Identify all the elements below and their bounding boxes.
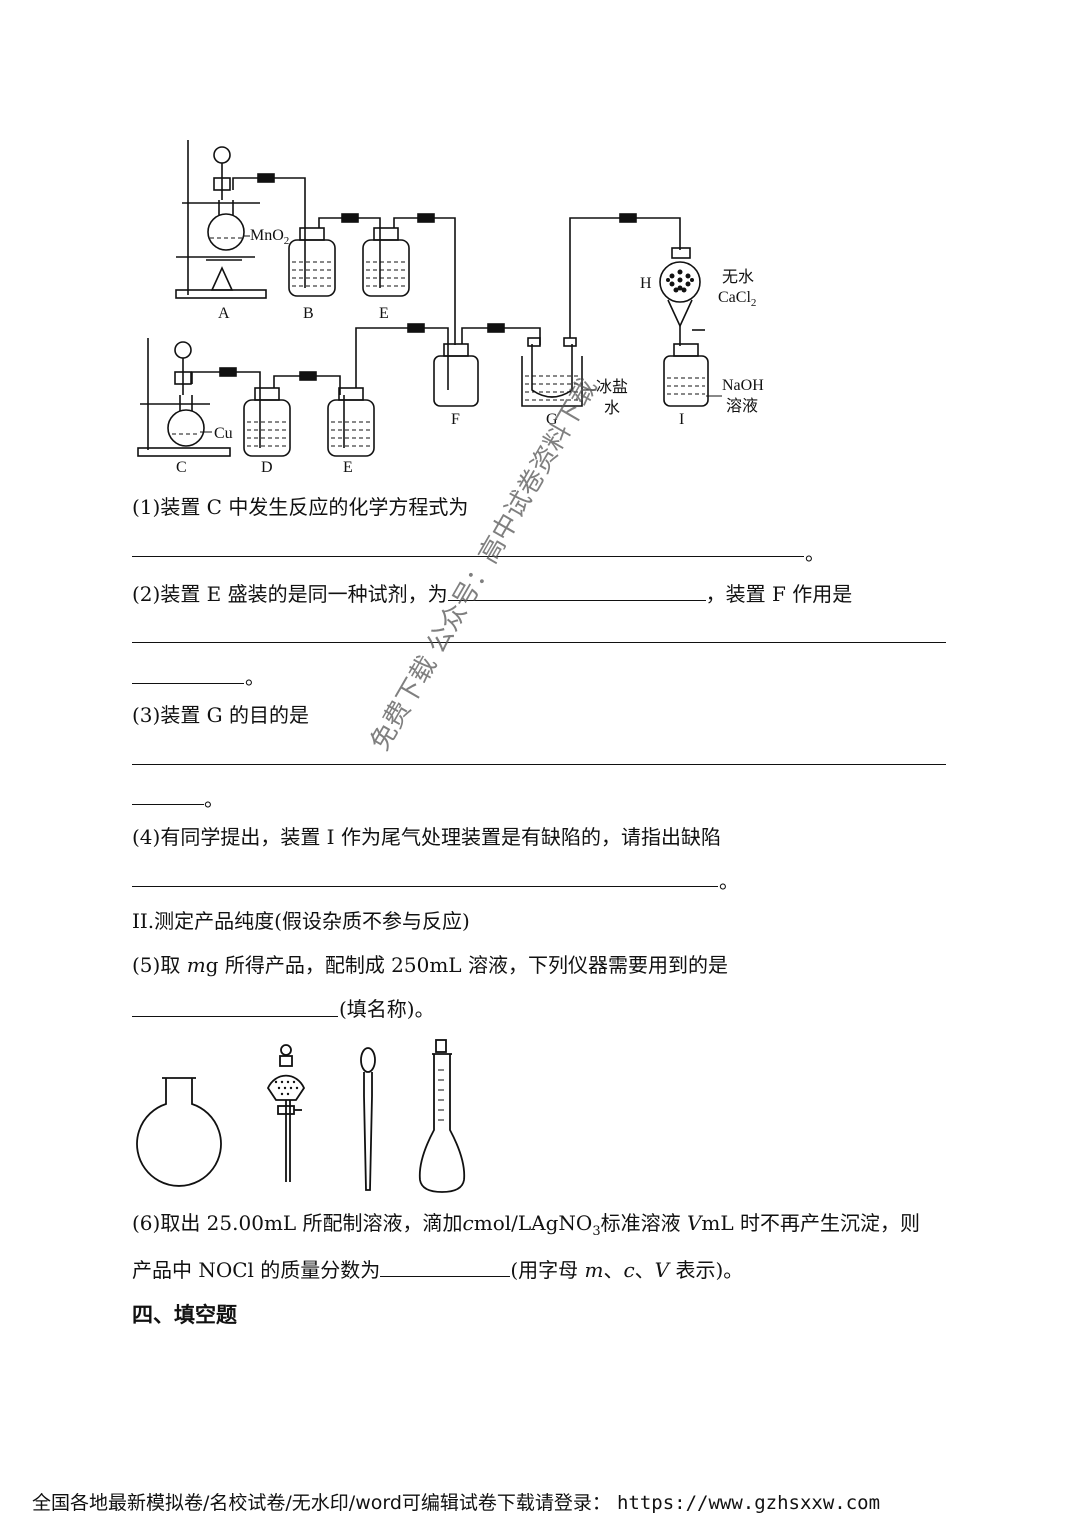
label-a: A (218, 305, 230, 322)
separatory-funnel-icon (266, 1044, 306, 1182)
svg-text:CaCl2: CaCl2 (718, 289, 756, 309)
question-6-part-c: 标准溶液 (600, 1211, 687, 1235)
label-naoh-solution: 溶液 (726, 397, 758, 415)
answer-blank-5[interactable] (132, 1016, 338, 1017)
question-1-end: 。 (805, 541, 825, 565)
label-i: I (679, 411, 684, 428)
question-6-part-b: mol/LAgNO (473, 1211, 593, 1235)
question-4-end: 。 (719, 869, 739, 893)
question-5-m: m (186, 953, 206, 977)
question-6-m: m (584, 1258, 604, 1282)
label-ice-salt-1: 冰盐 (596, 378, 628, 396)
section-2-heading: II.测定产品纯度(假设杂质不参与反应) (132, 909, 470, 933)
label-c: C (176, 459, 187, 476)
volumetric-flask-icon (418, 1039, 466, 1193)
label-b: B (303, 305, 314, 322)
label-naoh: NaOH (722, 377, 764, 394)
answer-blank-2b-line1[interactable] (132, 642, 946, 643)
question-5-pre: (5)取 (132, 953, 187, 977)
question-5-post: g 所得产品，配制成 250mL 溶液，下列仪器需要用到的是 (205, 953, 728, 977)
question-3-end: 。 (204, 787, 224, 811)
answer-blank-2b-line2[interactable] (132, 683, 244, 684)
question-6-line2-b: (用字母 (510, 1258, 585, 1282)
question-2-part-a: (2)装置 E 盛装的是同一种试剂，为 (132, 582, 448, 606)
question-4: (4)有同学提出，装置 I 作为尾气处理装置是有缺陷的，请指出缺陷 (132, 825, 721, 849)
question-3: (3)装置 G 的目的是 (132, 703, 310, 727)
label-cu: Cu (214, 425, 233, 442)
label-anhydrous: 无水 (722, 268, 754, 286)
instruments-diagram (136, 1039, 466, 1193)
question-6-v2: V (654, 1258, 670, 1282)
question-5-end: (填名称)。 (339, 997, 435, 1021)
question-2: (2)装置 E 盛装的是同一种试剂，为 ，装置 F 作用是 (132, 580, 852, 607)
question-6-c: c (462, 1211, 474, 1235)
label-cacl-sub: 2 (751, 297, 757, 309)
label-ice-salt-2: 水 (604, 399, 620, 417)
question-6-part-a: (6)取出 25.00mL 所配制溶液，滴加 (132, 1211, 463, 1235)
label-cacl: CaCl (718, 289, 751, 306)
question-6-v: V (686, 1211, 702, 1235)
question-2-part-b: ，装置 F 作用是 (705, 582, 853, 606)
label-f: F (451, 411, 460, 428)
label-g: G (546, 411, 558, 428)
answer-blank-4[interactable] (132, 886, 718, 887)
answer-blank-1[interactable] (132, 556, 804, 557)
footer-text: 全国各地最新模拟卷/名校试卷/无水印/word可编辑试卷下载请登录： (32, 1492, 611, 1514)
label-mno2-sub: 2 (284, 235, 290, 247)
question-6-sep2: 、 (634, 1258, 655, 1282)
question-6-sub3: 3 (592, 1224, 601, 1239)
question-6-line1: (6)取出 25.00mL 所配制溶液，滴加cmol/LAgNO3标准溶液 Vm… (132, 1210, 920, 1245)
question-2-end: 。 (245, 665, 265, 689)
question-1: (1)装置 C 中发生反应的化学方程式为 (132, 495, 469, 519)
question-6-sep1: 、 (603, 1258, 624, 1282)
answer-blank-6[interactable] (380, 1256, 511, 1277)
label-h: H (640, 275, 652, 292)
footer-link[interactable]: https://www.gzhsxxw.com (616, 1492, 881, 1514)
footer: 全国各地最新模拟卷/名校试卷/无水印/word可编辑试卷下载请登录： https… (32, 1488, 880, 1515)
answer-blank-3-line1[interactable] (132, 764, 946, 765)
label-e-bottom: E (343, 459, 353, 476)
question-6-c2: c (623, 1258, 635, 1282)
dropper-icon (360, 1047, 376, 1191)
answer-blank-2a[interactable] (447, 580, 706, 601)
question-6-line2-c: 表示)。 (669, 1258, 744, 1282)
question-6-line2: 产品中 NOCl 的质量分数为(用字母 m、c、V 表示)。 (132, 1256, 743, 1283)
round-bottom-flask-icon (136, 1077, 222, 1187)
question-6-line2-a: 产品中 NOCl 的质量分数为 (132, 1258, 381, 1282)
question-6-part-d: mL 时不再产生沉淀，则 (701, 1211, 921, 1235)
answer-blank-3-line2[interactable] (132, 804, 204, 805)
label-d: D (261, 459, 273, 476)
apparatus-diagram: A B E C D E F G H I MnO2 Cu 无水 CaCl2 冰盐 … (137, 140, 764, 476)
label-e-top: E (379, 305, 389, 322)
question-5: (5)取 mg 所得产品，配制成 250mL 溶液，下列仪器需要用到的是 (132, 952, 728, 978)
section-4-heading: 四、填空题 (132, 1303, 237, 1327)
svg-text:MnO2: MnO2 (250, 227, 289, 247)
label-mno2: MnO (250, 227, 284, 244)
